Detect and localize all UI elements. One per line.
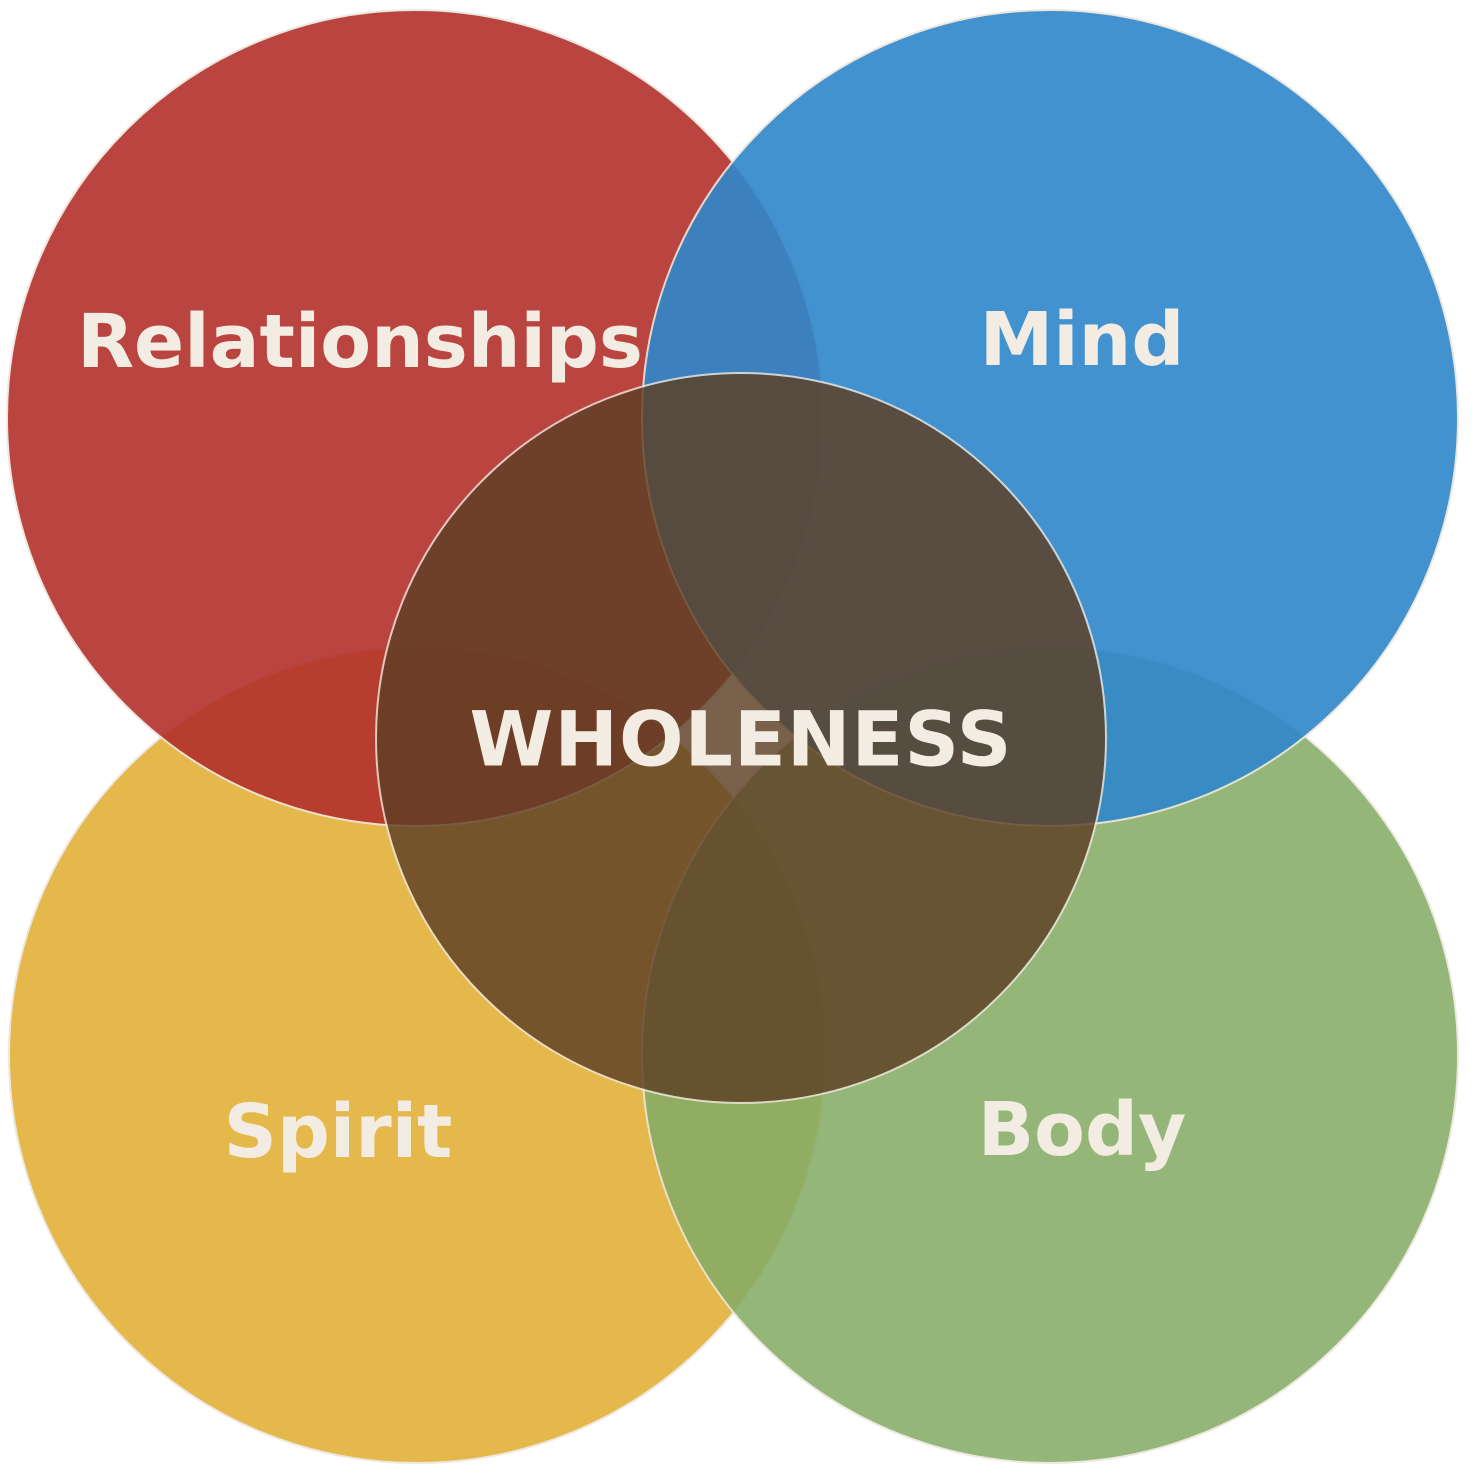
wholeness-label: WHOLENESS: [470, 695, 1013, 784]
relationships-label: Relationships: [77, 299, 643, 385]
mind-label: Mind: [980, 297, 1185, 383]
spirit-label: Spirit: [224, 1089, 453, 1175]
body-label: Body: [978, 1087, 1186, 1173]
wholeness-circle: [375, 372, 1107, 1104]
